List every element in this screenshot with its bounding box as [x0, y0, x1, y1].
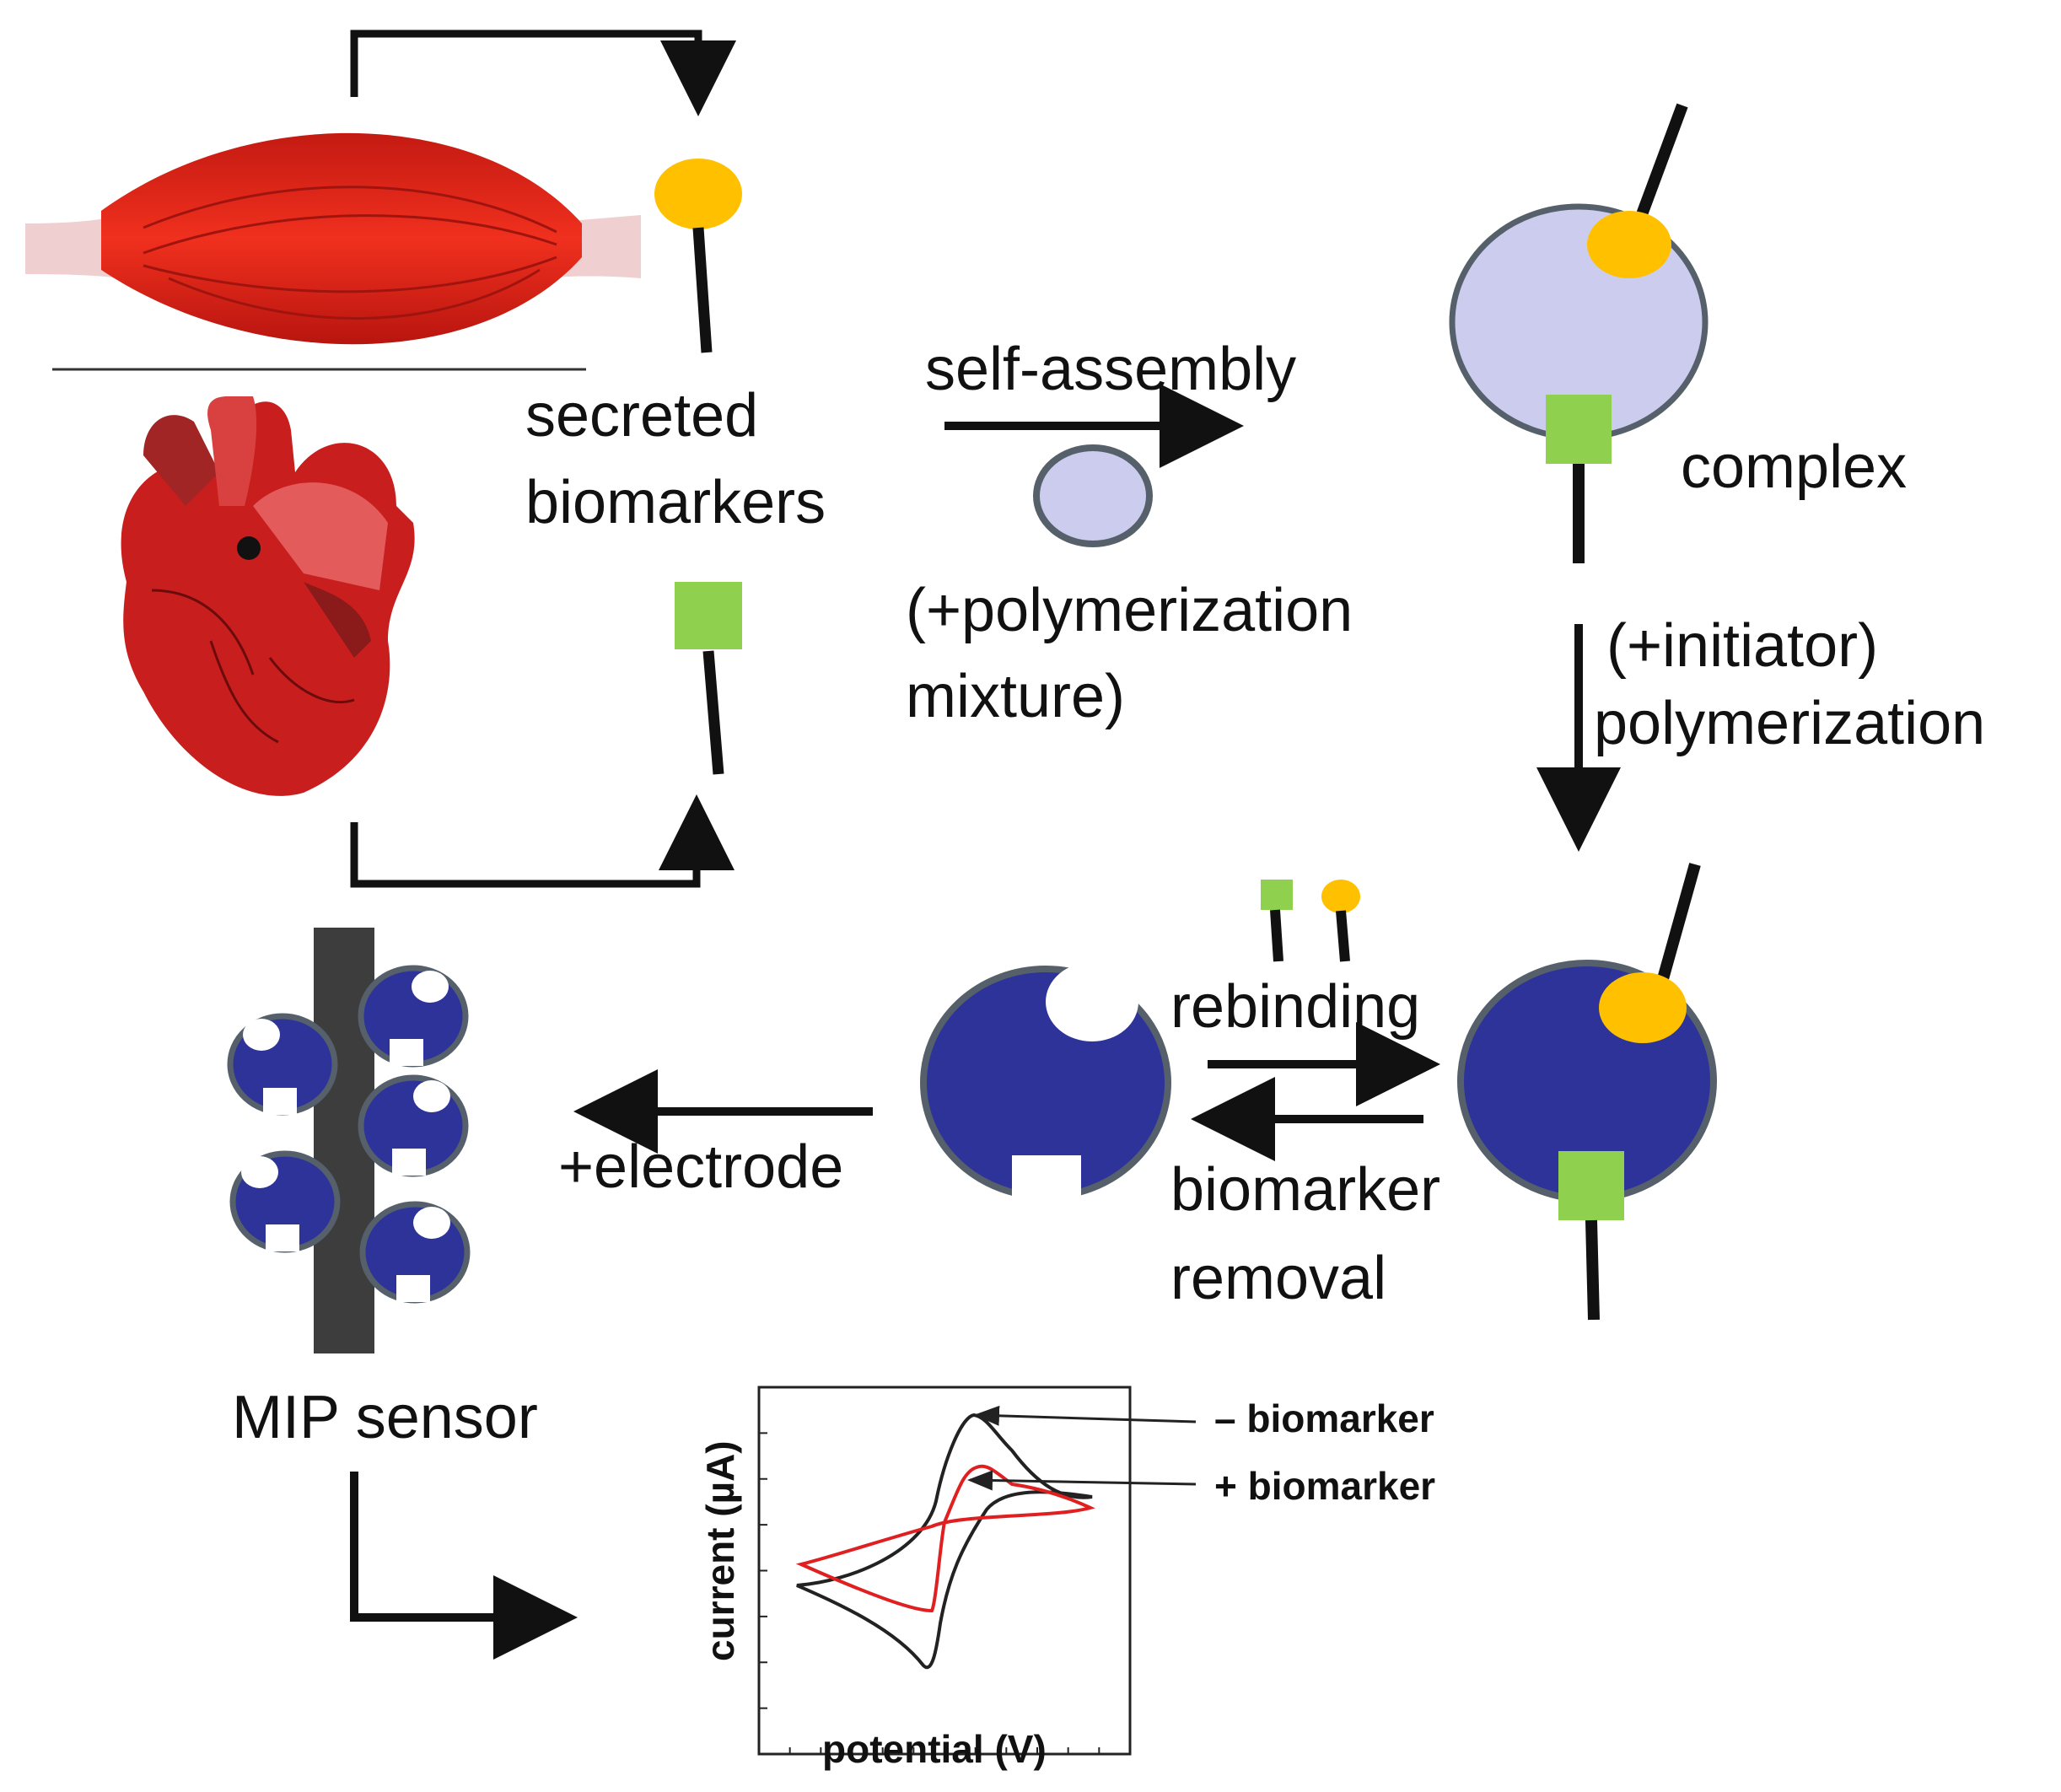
- y-axis-ticks: [759, 1432, 767, 1709]
- complex-label: complex: [1681, 433, 1907, 501]
- polymerization-mixture-label-2: mixture): [906, 663, 1125, 730]
- heart-to-biomarker-arrow: [350, 794, 735, 888]
- heart-icon: [121, 396, 415, 796]
- free-biomarkers: [1261, 880, 1360, 962]
- rebinding-label: rebinding: [1170, 973, 1420, 1041]
- annotation-minus-biomarker: – biomarker: [1214, 1396, 1434, 1440]
- mip-bead: [359, 1201, 471, 1304]
- sensor-to-chart-arrow: [350, 1472, 578, 1660]
- mip-bead: [227, 1013, 338, 1116]
- muscle-to-biomarker-arrow: [350, 30, 736, 116]
- mip-bead: [358, 965, 469, 1068]
- initiator-label: (+initiator): [1606, 612, 1878, 680]
- muscle-icon: [25, 132, 641, 345]
- biomarker-square: [675, 582, 742, 775]
- x-axis-ticks: [788, 1747, 1100, 1754]
- polymerization-mixture-label-1: (+polymerization: [906, 577, 1353, 644]
- y-axis-label: current (µA): [698, 1440, 742, 1661]
- series-minus-biomarker: [796, 1413, 1093, 1670]
- biomarker-removal-label-2: removal: [1170, 1245, 1386, 1312]
- mip-sensor-label: MIP sensor: [232, 1384, 538, 1451]
- biomarker-round: [654, 159, 742, 353]
- imprinted-polymer-with-template: [1457, 863, 1717, 1321]
- biomarker-removal-label-1: biomarker: [1170, 1156, 1440, 1224]
- imprinted-polymer-empty: [920, 962, 1171, 1227]
- secreted-biomarkers-label-2: biomarkers: [525, 469, 826, 536]
- annotation-plus-biomarker: + biomarker: [1214, 1464, 1435, 1508]
- complex-particle: [1449, 103, 1709, 563]
- cv-chart: – biomarker + biomarker potential (V) cu…: [698, 1386, 1435, 1771]
- annotation-arrow-plus: [967, 1470, 1197, 1491]
- self-assembly-label: self-assembly: [925, 336, 1296, 403]
- annotation-arrow-minus: [974, 1405, 1197, 1426]
- mip-bead: [358, 1074, 469, 1177]
- electrode-label: +electrode: [558, 1133, 843, 1201]
- polymerization-label: polymerization: [1594, 690, 1985, 757]
- mip-bead: [229, 1150, 341, 1253]
- secreted-biomarkers-label-1: secreted: [525, 382, 758, 449]
- series-plus-biomarker: [795, 1464, 1095, 1613]
- x-axis-label: potential (V): [822, 1727, 1047, 1771]
- monomer-particle: [1033, 444, 1153, 547]
